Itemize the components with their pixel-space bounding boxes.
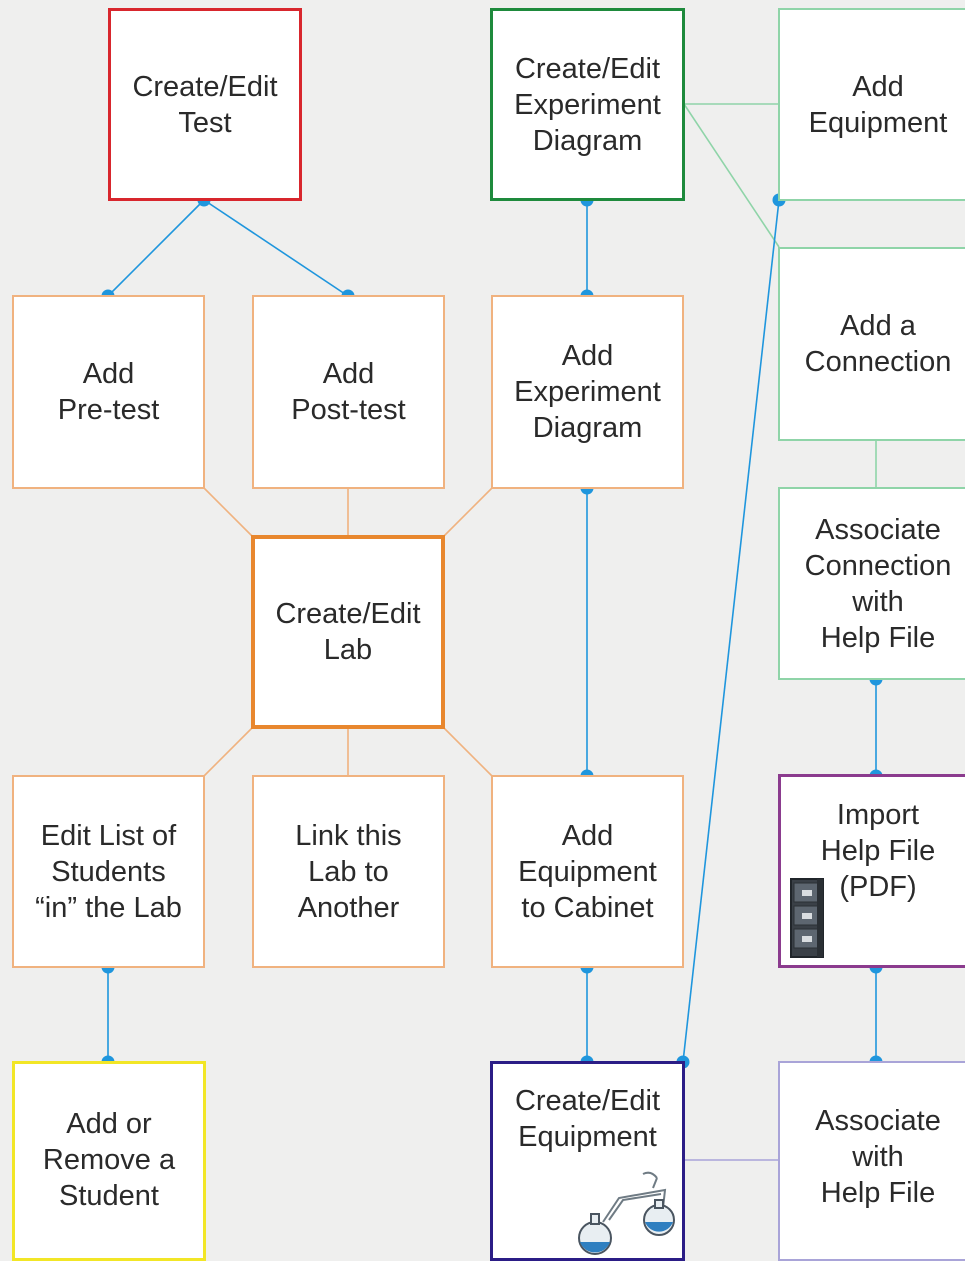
connector-lab-addexp (442, 487, 493, 538)
connector-lab-editlist (203, 726, 254, 777)
connector-lab-pretest (203, 487, 254, 538)
add-a-connection-label: Add a Connection (804, 310, 952, 378)
link-lab-box[interactable]: Link this Lab to Another (252, 775, 445, 968)
add-equipment-cabinet-label: Add Equipment to Cabinet (518, 819, 657, 924)
edit-list-students-label: Edit List of Students “in” the Lab (35, 819, 182, 924)
create-edit-experiment-diagram-label: Create/Edit Experiment Diagram (514, 52, 661, 157)
connector-diagram-connection (683, 103, 780, 248)
create-edit-test-box[interactable]: Create/Edit Test (108, 8, 302, 201)
import-help-file-box[interactable]: Import Help File (PDF) (778, 774, 965, 968)
add-equipment-label: Add Equipment (808, 70, 948, 139)
create-edit-lab-label: Create/Edit Lab (275, 598, 421, 666)
add-experiment-diagram-label: Add Experiment Diagram (514, 340, 661, 444)
blue-connector-equipment-addequip (682, 199, 780, 1063)
add-pre-test-label: Add Pre-test (57, 358, 160, 426)
import-help-file-label: Import Help File (PDF) (820, 799, 936, 903)
add-post-test-box[interactable]: Add Post-test (252, 295, 445, 489)
edit-list-students-box[interactable]: Edit List of Students “in” the Lab (12, 775, 205, 968)
create-edit-equipment-label: Create/Edit Equipment (514, 1085, 661, 1153)
add-remove-student-label: Add or Remove a Student (42, 1108, 176, 1212)
add-equipment-box[interactable]: Add Equipment (778, 8, 965, 201)
associate-connection-help-file-label: Associate Connection with Help File (804, 513, 952, 654)
create-edit-experiment-diagram-box[interactable]: Create/Edit Experiment Diagram (490, 8, 685, 201)
add-post-test-label: Add Post-test (291, 358, 406, 426)
connector-lab-cabinet (442, 726, 493, 777)
create-edit-lab-box[interactable]: Create/Edit Lab (251, 535, 445, 729)
add-remove-student-box[interactable]: Add or Remove a Student (12, 1061, 206, 1261)
blue-connector-test-posttest (203, 199, 349, 297)
add-experiment-diagram-box[interactable]: Add Experiment Diagram (491, 295, 684, 489)
associate-help-file-box[interactable]: Associate with Help File (778, 1061, 965, 1261)
filing-cabinet-icon (790, 878, 824, 958)
lab-flask-apparatus-icon (578, 1171, 675, 1255)
add-equipment-cabinet-box[interactable]: Add Equipment to Cabinet (491, 775, 684, 968)
add-pre-test-box[interactable]: Add Pre-test (12, 295, 205, 489)
associate-help-file-label: Associate with Help File (815, 1105, 941, 1209)
create-edit-equipment-box[interactable]: Create/Edit Equipment (490, 1061, 685, 1261)
link-lab-label: Link this Lab to Another (295, 819, 402, 924)
associate-connection-help-file-box[interactable]: Associate Connection with Help File (778, 487, 965, 680)
create-edit-test-label: Create/Edit Test (132, 70, 278, 139)
blue-connector-test-pretest (107, 199, 205, 297)
add-a-connection-box[interactable]: Add a Connection (778, 247, 965, 441)
